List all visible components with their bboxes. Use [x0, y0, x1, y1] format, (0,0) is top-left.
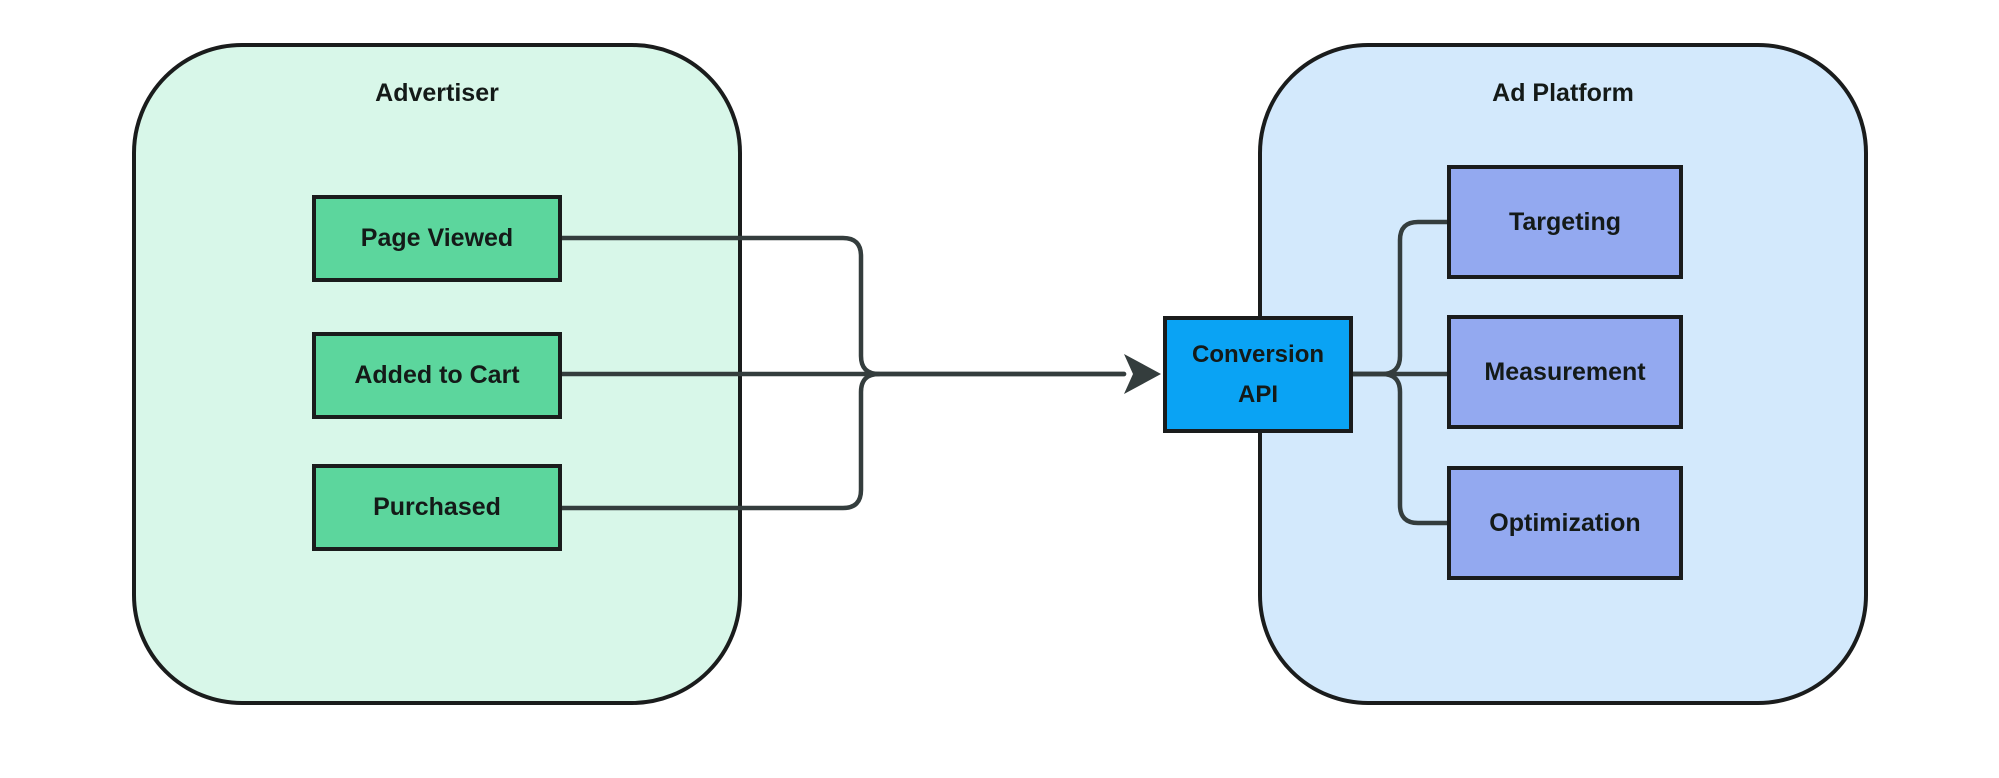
node-purchased: Purchased: [312, 464, 562, 551]
node-conversion-api-line1: Conversion: [1191, 340, 1325, 368]
ad-platform-group-title: Ad Platform: [1492, 79, 1634, 107]
advertiser-group-title: Advertiser: [375, 79, 499, 107]
arrowhead-icon: [1124, 354, 1161, 394]
node-measurement: Measurement: [1447, 315, 1683, 429]
node-targeting: Targeting: [1447, 165, 1683, 279]
node-added-to-cart: Added to Cart: [312, 332, 562, 419]
node-page-viewed: Page Viewed: [312, 195, 562, 282]
node-conversion-api-line2: API: [1237, 380, 1278, 408]
node-conversion-api: Conversion API: [1163, 316, 1353, 433]
node-optimization: Optimization: [1447, 466, 1683, 580]
